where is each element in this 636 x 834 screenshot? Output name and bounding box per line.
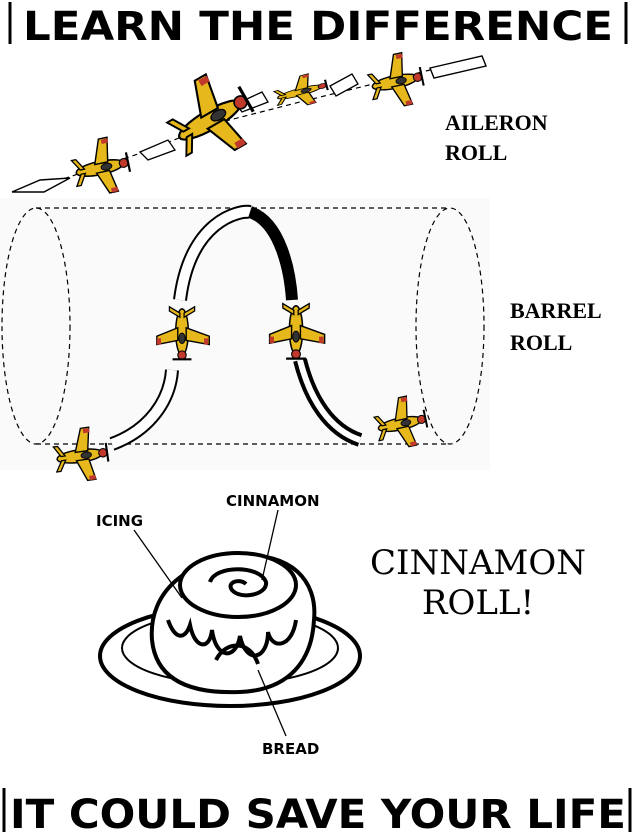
plane-icon [270,68,332,114]
ribbon-barrel-dark [247,206,298,301]
cinnamon-roll-panel: ICING CINNAMON BREAD CINNAMON ROLL! [96,492,586,758]
plane-icon [67,132,135,201]
header-title-box: LEARN THE DIFFERENCE [8,2,628,50]
footer-caption-box: IT COULD SAVE YOUR LIFE [2,788,632,834]
barrel-panel-bg [0,198,490,470]
ribbon-barrel-fill [110,369,177,449]
bun-top [178,551,298,619]
cylinder-right-end [415,207,485,445]
aileron-label-line2: ROLL [445,140,507,165]
barrel-label-line1: BARREL [510,298,602,323]
plane-icon [154,61,267,175]
ribbon-segment [329,73,359,97]
cinnamon-label-line1: CINNAMON [370,543,586,583]
ribbon-arrow-left [11,177,71,193]
ribbon-segment-right [429,55,487,79]
bread-callout: BREAD [262,740,319,758]
ribbon-segment [138,139,177,161]
ribbon-barrel-fill [297,359,362,443]
bread-callout-line [257,669,287,737]
cinnamon-callout-line [261,509,279,581]
barrel-roll-panel: BARREL ROLL [0,198,602,486]
icing-callout: ICING [96,512,143,530]
cinnamon-swirl [208,567,268,598]
cinnamon-label-line2: ROLL! [422,583,534,623]
header-title: LEARN THE DIFFERENCE [23,4,613,50]
bread-fold [214,643,260,665]
cinnamon-callout: CINNAMON [226,492,320,510]
barrel-label-line2: ROLL [510,330,572,355]
aileron-roll-panel: AILERON ROLL [11,48,548,201]
plane-icon [363,48,428,113]
footer-caption: IT COULD SAVE YOUR LIFE [10,792,626,834]
icing-drips [166,617,298,658]
icing-callout-line [133,529,183,599]
ribbon-barrel-fill [175,206,251,301]
aileron-label-line1: AILERON [445,110,548,135]
